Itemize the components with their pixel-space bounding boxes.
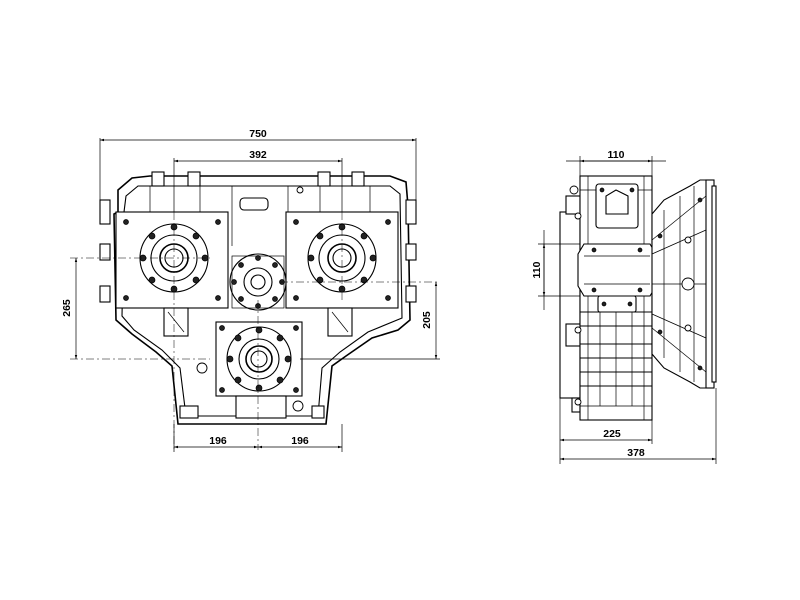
base-block	[235, 395, 287, 419]
dim-overall-width: 750	[99, 128, 417, 206]
dim-body-depth: 225	[559, 398, 653, 464]
dim-right-output: 196	[258, 424, 343, 452]
side-mount-flange	[559, 211, 581, 399]
side-bell-ribs	[651, 186, 707, 382]
drain-plug-right	[292, 400, 304, 412]
dim-flange-height-label: 110	[531, 261, 543, 278]
output-flange	[219, 325, 299, 393]
dim-input-spacing: 392	[173, 149, 343, 212]
dim-left-height: 265	[61, 258, 78, 359]
front-housing-inner	[121, 185, 403, 417]
dim-input-spacing-label: 392	[249, 149, 267, 161]
lower-posts	[163, 307, 353, 337]
dim-flange-height: 110	[531, 230, 580, 310]
front-center-lines	[70, 212, 440, 450]
dim-right-height: 205	[300, 282, 440, 360]
side-lugs	[99, 199, 417, 303]
dim-overall-depth-label: 378	[627, 447, 645, 459]
drain-plug-left	[196, 362, 208, 374]
dim-left-output: 196	[173, 424, 258, 452]
top-ribs	[149, 171, 371, 246]
dim-right-height-label: 205	[421, 311, 433, 329]
side-view: 110 110 225 378	[531, 149, 717, 464]
front-view: 750 392 196 196 265 205	[61, 128, 440, 452]
dim-body-depth-label: 225	[603, 428, 621, 440]
side-shaft-plate	[577, 243, 657, 297]
dim-overall-width-label: 750	[249, 128, 267, 140]
dim-top-width-label: 110	[608, 149, 625, 161]
side-top-bracket	[595, 183, 639, 229]
dim-right-output-label: 196	[291, 435, 309, 447]
dim-left-output-label: 196	[209, 435, 227, 447]
dim-left-height-label: 265	[61, 299, 73, 317]
breather-port	[239, 197, 269, 211]
dim-top-width: 110	[566, 149, 666, 178]
dim-overall-depth: 378	[560, 388, 717, 464]
